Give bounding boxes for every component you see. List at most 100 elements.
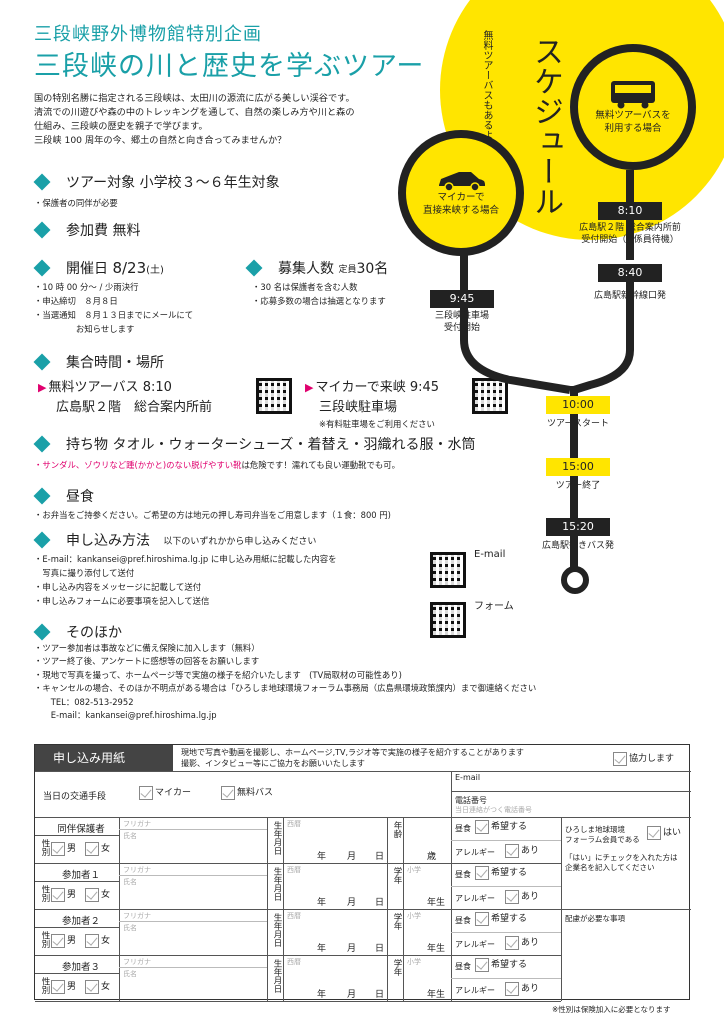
triangle-icon: ▶ [38,381,47,394]
transport-bus-option[interactable]: 無料バス [221,785,273,800]
consent-check[interactable]: 協力します [613,751,674,766]
allergy-option[interactable]: あり [505,843,539,858]
stop-label-1500: ツアー終了 [555,481,601,491]
meal-hope-option[interactable]: 希望する [475,865,527,880]
row-name: 同伴保護者 [57,824,105,835]
allergy-option[interactable]: あり [505,981,539,996]
lunch-note: ・お弁当をご持参ください。ご希望の方は地元の押し寿司弁当をご用意します（１食：8… [34,510,391,520]
age-label: 年齢 [392,821,402,838]
diamond-icon [33,221,51,239]
application-form: 申し込み用紙 現地で写真や動画を撮影し、ホームページ,TV,ラジオ等で実施の様子… [34,744,691,1002]
stop-label-1000: ツアースタート [546,419,609,429]
sex-male-option[interactable]: 男 [51,979,76,994]
shimei-hint: 氏名 [123,832,137,840]
shimei-hint: 氏名 [123,970,137,978]
email-qr-code[interactable] [430,552,466,588]
furigana-hint: フリガナ [123,866,151,874]
sex-female-option[interactable]: 女 [85,841,110,856]
stop-time-1500: 15:00 [546,458,610,476]
seireki-hint: 西暦 [287,820,301,828]
phone-hint: 当日連絡がつく電話番号 [455,806,532,814]
capacity-notes: ・30 名は保護者を含む人数・応募多数の場合は抽選となります [252,282,386,306]
member-question: ひろしま地球環境フォーラム会員である [565,825,640,844]
age-label: 学年 [392,867,402,884]
section-apply: 申し込み方法 以下のいずれかから申し込みください [33,530,316,550]
intro-text: 国の特別名勝に指定される三段峡は、太田川の源流に広がる美しい渓谷です。清流での川… [34,93,355,146]
form-qr-label: フォーム [474,601,514,612]
stop-time-1520: 15:20 [546,518,610,536]
sex-male-option[interactable]: 男 [51,841,76,856]
seireki-hint: 西暦 [287,912,301,920]
bus-qr-code[interactable] [256,378,292,414]
age-label: 学年 [392,959,402,976]
date-notes: ・10 時 00 分～ / 少雨決行・申込締切 ８月８日・当選通知 ８月１３日ま… [34,282,194,334]
meeting-bus: ▶無料ツアーバス 8:10 広島駅２階 総合案内所前 [38,380,213,415]
member-note: 「はい」にチェックを入れた方は企業名を記入してください [565,853,678,872]
stop-label-0945: 三段峡駐車場受付開始 [434,311,489,333]
allergy-option[interactable]: あり [505,935,539,950]
items-warning: ・サンダル、ゾウリなど踵(かかと)のない脱げやすい靴は危険です！濡れても良い運動… [34,460,400,470]
stop-time-0945: 9:45 [430,290,494,308]
car-route-bubble: マイカーで直接来峡する場合 [398,130,524,256]
form-footnote: ※性別は保険加入に必要となります [552,1005,671,1014]
birth-label: 生年月日 [272,867,282,901]
birth-label: 生年月日 [272,959,282,993]
diamond-icon [33,487,51,505]
diamond-icon [33,623,51,641]
page-title: 三段峡の川と歴史を学ぶツアー [34,51,425,82]
email-qr-label: E-mail [474,549,506,560]
schedule-title: スケジュール [528,36,563,216]
shimei-hint: 氏名 [123,878,137,886]
row-name: 参加者１ [61,870,100,881]
section-date: 開催日 8/23(土) [33,258,164,278]
route-line-main [570,410,578,570]
member-yes-option[interactable]: はい [647,825,681,840]
target-note: ・保護者の同伴が必要 [34,198,118,208]
meal-hope-option[interactable]: 希望する [475,957,527,972]
sex-female-option[interactable]: 女 [85,979,110,994]
furigana-hint: フリガナ [123,820,151,828]
form-qr-code[interactable] [430,602,466,638]
consent-text: 現地で写真や動画を撮影し、ホームページ,TV,ラジオ等で実施の様子を紹介すること… [181,748,524,768]
bus-route-bubble: 無料ツアーバスを利用する場合 [570,44,696,170]
meal-hope-option[interactable]: 希望する [475,819,527,834]
sex-female-option[interactable]: 女 [85,887,110,902]
transport-car-option[interactable]: マイカー [139,785,191,800]
page-subtitle: 三段峡野外博物館特別企画 [34,24,262,45]
car-icon [439,172,485,191]
diamond-icon [33,173,51,191]
free-bus-note: 無料ツアーバスもあるよ [481,30,492,140]
furigana-hint: フリガナ [123,912,151,920]
other-notes: ・ツアー参加者は事故などに備え保険に加入します（無料）・ツアー終了後、アンケート… [34,643,537,721]
seireki-hint: 西暦 [287,866,301,874]
sex-male-option[interactable]: 男 [51,887,76,902]
phone-field-label: 電話番号 [455,796,487,805]
allergy-option[interactable]: あり [505,889,539,904]
form-title: 申し込み用紙 [35,745,173,771]
meal-hope-option[interactable]: 希望する [475,911,527,926]
sex-label: 性別 [40,977,50,994]
birth-label: 生年月日 [272,913,282,947]
meeting-car: ▶マイカーで来峡 9:45 三段峡駐車場 ※有料駐車場をご利用ください [305,380,440,429]
section-target: ツアー対象 小学校３～６年生対象 [33,172,280,192]
sex-label: 性別 [40,931,50,948]
sex-male-option[interactable]: 男 [51,933,76,948]
triangle-icon: ▶ [305,381,314,394]
checkbox-icon[interactable] [613,751,627,766]
sex-label: 性別 [40,885,50,902]
car-qr-code[interactable] [472,378,508,414]
diamond-icon [33,531,51,549]
section-other: そのほか [33,622,122,642]
stop-time-1000: 10:00 [546,396,610,414]
section-items: 持ち物 タオル・ウォーターシューズ・着替え・羽織れる服・水筒 [33,434,475,454]
transport-label: 当日の交通手段 [43,792,107,802]
age-label: 学年 [392,913,402,930]
diamond-icon [33,259,51,277]
sex-female-option[interactable]: 女 [85,933,110,948]
shimei-hint: 氏名 [123,924,137,932]
route-end-circle [561,566,589,594]
sex-label: 性別 [40,839,50,856]
stop-label-0840: 広島駅新幹線口発 [593,291,666,301]
furigana-hint: フリガナ [123,958,151,966]
diamond-icon [33,353,51,371]
